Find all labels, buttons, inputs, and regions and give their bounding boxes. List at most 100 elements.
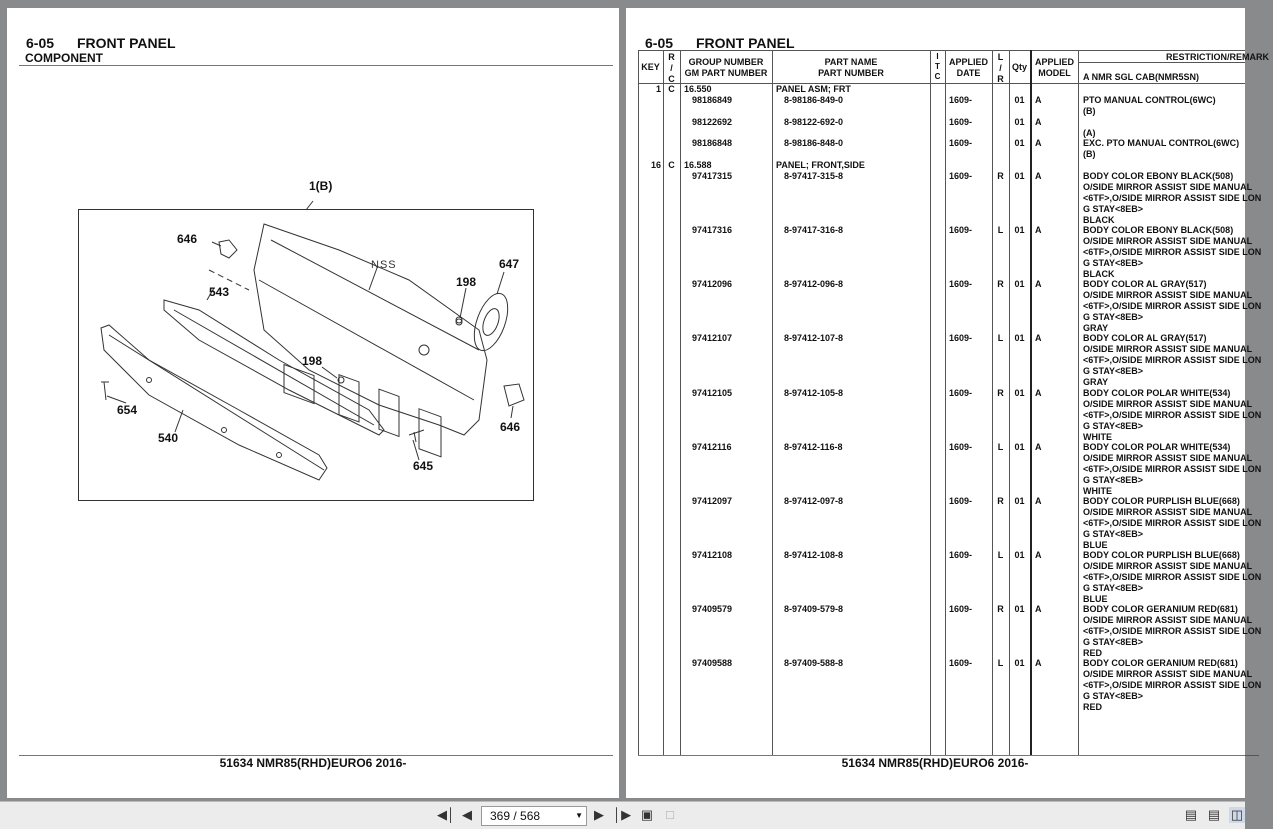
header-key: KEY — [641, 62, 660, 72]
cell-date: 1609- — [949, 550, 973, 560]
header-rc: R / C — [668, 52, 675, 84]
last-page-icon[interactable]: │▶ — [613, 807, 632, 822]
cell-pn: 8-97409-588-8 — [784, 658, 844, 668]
copy-page-icon[interactable]: □ — [666, 807, 674, 822]
dropdown-arrow-icon: ▼ — [575, 811, 583, 820]
col-line — [1078, 50, 1079, 755]
remark-header-line — [1079, 62, 1245, 63]
cell-lr: L — [997, 550, 1004, 560]
cell-lr: R — [997, 388, 1004, 398]
header-part-name: PART NAME — [824, 57, 878, 67]
parts-diagram: NSS 646 543 198 647 198 654 540 645 646 — [78, 200, 534, 501]
component-subtitle: COMPONENT — [25, 51, 103, 65]
cell-gm: 97409579 — [692, 604, 733, 614]
cell-date: 1609- — [949, 442, 973, 452]
header-model-note: A NMR SGL CAB(NMR5SN) — [1083, 72, 1199, 82]
header-divider — [19, 65, 613, 66]
col-line — [992, 50, 993, 755]
rotate-page-icon[interactable]: ▣ — [640, 807, 654, 822]
section-code: 6-05 — [26, 35, 55, 51]
callout-654: 654 — [117, 403, 138, 417]
cell-gm: 97412116 — [692, 442, 732, 452]
section-title: FRONT PANEL — [77, 35, 176, 51]
cell-pn: 8-97417-316-8 — [784, 225, 844, 235]
callout-647: 647 — [499, 257, 520, 271]
header-restriction: RESTRICTION/REMARK — [1166, 52, 1269, 62]
cell-remark: BODY COLOR POLAR WHITE(534) O/SIDE MIRRO… — [1083, 442, 1262, 496]
callout-646-b: 646 — [500, 420, 521, 434]
callout-198-a: 198 — [456, 275, 477, 289]
header-itc: I T C — [934, 52, 941, 81]
cell-gm: 97412105 — [692, 388, 733, 398]
cell-remark: BODY COLOR EBONY BLACK(508) O/SIDE MIRRO… — [1083, 225, 1262, 279]
cell-key: 16 — [650, 160, 661, 170]
cell-remark: (A) — [1083, 128, 1096, 138]
cell-model: A — [1035, 171, 1042, 181]
prev-page-icon[interactable]: ◀ — [462, 807, 472, 822]
cell-lr: L — [997, 658, 1004, 668]
cell-gm: 97412097 — [692, 496, 733, 506]
left-footer: 51634 NMR85(RHD)EURO6 2016- — [219, 756, 407, 770]
cell-model: A — [1035, 279, 1042, 289]
navigation-toolbar: ◀│ ◀ 369 / 568 ▼ ▶ │▶ ▣ □ ▤ ▤ ◫ — [0, 801, 1245, 829]
cell-model: A — [1035, 604, 1042, 614]
cell-group: 16.588 — [684, 160, 712, 170]
cell-gm: 98186848 — [692, 138, 733, 148]
col-line — [1030, 50, 1032, 755]
cell-qty: 01 — [1014, 388, 1025, 398]
cell-lr: L — [997, 225, 1004, 235]
cell-qty: 01 — [1014, 550, 1025, 560]
cell-pn: 8-97412-097-8 — [784, 496, 844, 506]
nss-label: NSS — [371, 259, 397, 271]
cell-pn: 8-97412-108-8 — [784, 550, 844, 560]
col-line — [930, 50, 931, 755]
header-part-number: PART NUMBER — [818, 68, 884, 78]
cell-qty: 01 — [1014, 604, 1025, 614]
callout-198-b: 198 — [302, 354, 323, 368]
callout-543: 543 — [209, 285, 230, 299]
page-indicator: 369 / 568 — [490, 809, 541, 823]
cell-qty: 01 — [1014, 442, 1025, 452]
cell-remark: BODY COLOR PURPLISH BLUE(668) O/SIDE MIR… — [1083, 550, 1262, 604]
two-page-view-icon[interactable]: ◫ — [1229, 807, 1245, 823]
next-page-icon[interactable]: ▶ — [594, 807, 604, 822]
cell-pn: 8-98122-692-0 — [784, 117, 844, 127]
header-applied-date: APPLIED DATE — [948, 57, 988, 78]
cell-remark: BODY COLOR PURPLISH BLUE(668) O/SIDE MIR… — [1083, 496, 1262, 550]
cell-gm: 97412107 — [692, 333, 733, 343]
cell-lr: R — [997, 171, 1004, 181]
cell-lr: R — [997, 496, 1004, 506]
cell-date: 1609- — [949, 117, 973, 127]
cell-gm: 97409588 — [692, 658, 733, 668]
continuous-view-icon[interactable]: ▤ — [1207, 807, 1221, 822]
header-gm-part-number: GM PART NUMBER — [684, 68, 768, 78]
cell-model: A — [1035, 496, 1042, 506]
cell-model: A — [1035, 225, 1042, 235]
cell-qty: 01 — [1014, 279, 1025, 289]
callout-540: 540 — [158, 431, 179, 445]
cell-model: A — [1035, 442, 1042, 452]
cell-group: 16.550 — [684, 84, 712, 94]
footer-divider-right — [638, 755, 1245, 756]
right-page: 6-05 FRONT PANEL KEY R / C GROUP NUMBER … — [626, 8, 1269, 798]
first-page-icon[interactable]: ◀│ — [437, 807, 456, 822]
cell-qty: 01 — [1014, 171, 1025, 181]
cell-date: 1609- — [949, 279, 973, 289]
callout-646-a: 646 — [177, 232, 198, 246]
cell-pn: 8-98186-848-0 — [784, 138, 844, 148]
page-number-select[interactable]: 369 / 568 ▼ — [481, 806, 587, 826]
cell-remark: BODY COLOR AL GRAY(517) O/SIDE MIRROR AS… — [1083, 279, 1262, 333]
cell-rc: C — [668, 160, 675, 170]
table-header-line — [638, 83, 1245, 84]
cell-pn: 8-97412-096-8 — [784, 279, 844, 289]
parts-drawing — [100, 200, 525, 481]
cell-date: 1609- — [949, 658, 973, 668]
cell-qty: 01 — [1014, 496, 1025, 506]
cell-qty: 01 — [1014, 95, 1025, 105]
cell-model: A — [1035, 117, 1042, 127]
col-line — [945, 50, 946, 755]
single-page-view-icon[interactable]: ▤ — [1184, 807, 1198, 822]
cell-date: 1609- — [949, 333, 973, 343]
cell-pn: 8-97417-315-8 — [784, 171, 844, 181]
cell-qty: 01 — [1014, 225, 1025, 235]
